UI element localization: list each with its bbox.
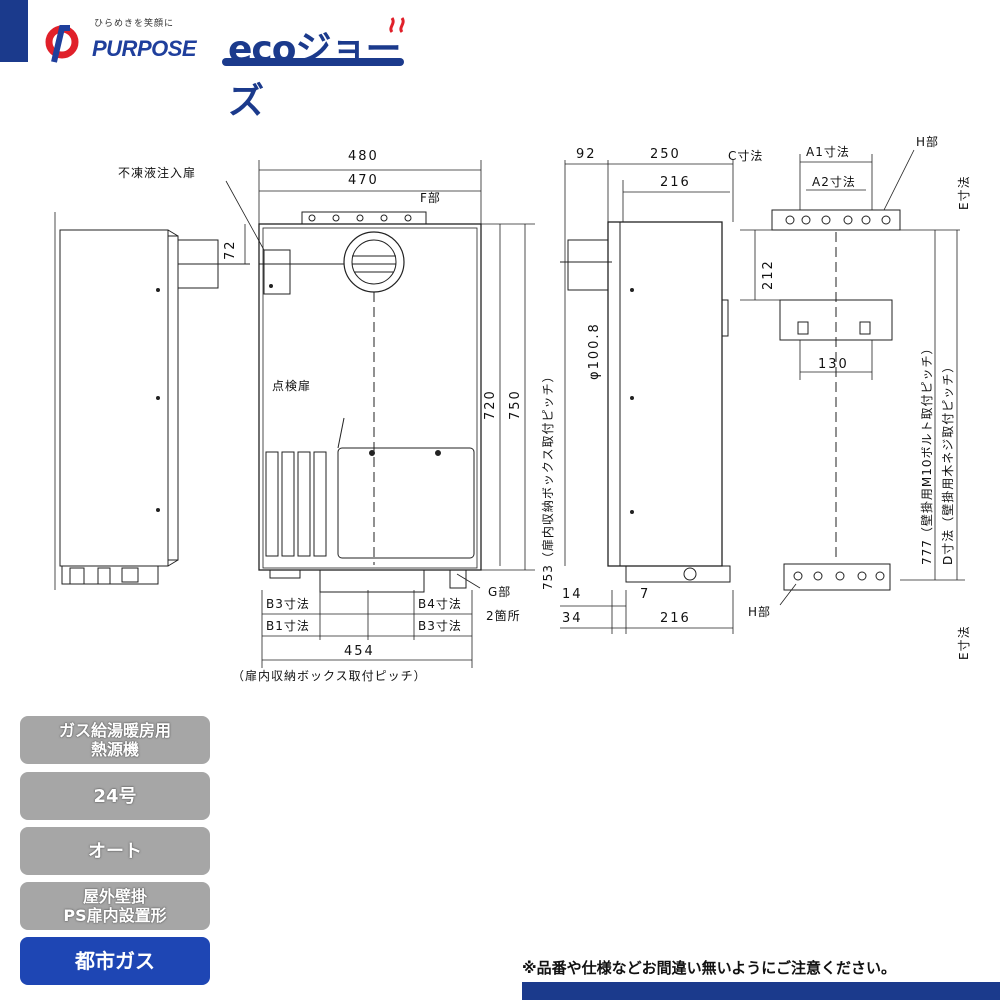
eco-logo-swoosh bbox=[222, 58, 404, 66]
dim-130: 130 bbox=[818, 357, 849, 372]
badge-install-line2: PS扉内設置形 bbox=[63, 906, 167, 925]
label-b3-right: B3寸法 bbox=[418, 619, 462, 633]
label-b1: B1寸法 bbox=[266, 619, 310, 633]
dim-phi: φ100.8 bbox=[587, 322, 602, 380]
label-h-part-bottom: H部 bbox=[748, 604, 771, 619]
front-dimensions bbox=[225, 160, 535, 668]
purpose-brand: ひらめきを笑顔に PURPOSE bbox=[40, 6, 220, 63]
badge-gas-type: 都市ガス bbox=[20, 937, 210, 985]
dim-92: 92 bbox=[576, 147, 597, 162]
label-e-dim-top: E寸法 bbox=[957, 175, 971, 210]
dim-34: 34 bbox=[562, 611, 583, 626]
dim-750: 750 bbox=[508, 389, 523, 420]
badge-capacity: 24号 bbox=[20, 772, 210, 820]
badge-install-line1: 屋外壁掛 bbox=[82, 887, 147, 906]
dim-72: 72 bbox=[223, 239, 238, 260]
label-a2-dim: A2寸法 bbox=[812, 175, 856, 189]
caution-notice: ※品番や仕様などお間違い無いようにご注意ください。 bbox=[522, 959, 896, 977]
brand-name: PURPOSE bbox=[92, 36, 197, 61]
label-a1-dim: A1寸法 bbox=[806, 145, 850, 159]
brand-tagline: ひらめきを笑顔に bbox=[94, 19, 175, 29]
badge-usage: ガス給湯暖房用 熱源機 bbox=[20, 716, 210, 764]
dim-7: 7 bbox=[640, 587, 650, 602]
dimension-drawing: 480 470 72 720 750 454 不凍液注入扉 F部 点検扉 G部 … bbox=[54, 134, 971, 683]
dim-216-bottom: 216 bbox=[660, 611, 691, 626]
label-fudoueki: 不凍液注入扉 bbox=[118, 165, 196, 180]
steam-icon bbox=[389, 17, 405, 33]
dim-720: 720 bbox=[483, 389, 498, 420]
label-h-part-top: H部 bbox=[916, 134, 939, 149]
dim-250: 250 bbox=[650, 147, 681, 162]
corner-bar bbox=[0, 0, 28, 62]
label-b3-left: B3寸法 bbox=[266, 597, 310, 611]
front-view bbox=[258, 211, 482, 593]
rear-view bbox=[740, 149, 965, 606]
label-b4: B4寸法 bbox=[418, 597, 462, 611]
side-view bbox=[560, 160, 734, 634]
dim-216-top: 216 bbox=[660, 175, 691, 190]
label-c-dim: C寸法 bbox=[728, 149, 763, 163]
label-vertical-note: 753（扉内収納ボックス取付ピッチ） bbox=[541, 369, 555, 590]
label-pitch-note: （扉内収納ボックス取付ピッチ） bbox=[232, 669, 427, 683]
label-g-count: 2箇所 bbox=[486, 609, 521, 623]
label-bolt-note: 777（壁掛用M10ボルト取付ピッチ） bbox=[919, 341, 934, 565]
label-tenken: 点検扉 bbox=[272, 379, 311, 393]
dim-212: 212 bbox=[761, 259, 776, 290]
badge-install: 屋外壁掛 PS扉内設置形 bbox=[20, 882, 210, 930]
badge-usage-line2: 熱源機 bbox=[90, 740, 139, 759]
dim-480: 480 bbox=[348, 149, 379, 164]
badge-gas-type-label: 都市ガス bbox=[75, 948, 155, 973]
dim-454: 454 bbox=[344, 644, 375, 659]
label-g-part: G部 bbox=[488, 584, 511, 599]
label-e-dim-bottom: E寸法 bbox=[957, 625, 971, 660]
eco-jozu-logo: ecoジョーズ bbox=[218, 14, 414, 122]
left-side-view bbox=[54, 212, 250, 590]
badge-capacity-label: 24号 bbox=[93, 785, 137, 807]
dim-470: 470 bbox=[348, 173, 379, 188]
label-f-part: F部 bbox=[420, 190, 441, 205]
label-d-note: D寸法（壁掛用木ネジ取付ピッチ） bbox=[940, 360, 955, 565]
footer-bar bbox=[522, 982, 1000, 1000]
dim-14: 14 bbox=[562, 587, 583, 602]
badge-function: オート bbox=[20, 827, 210, 875]
badge-usage-line1: ガス給湯暖房用 bbox=[58, 721, 171, 740]
purpose-logo-icon bbox=[45, 25, 79, 63]
badge-function-label: オート bbox=[88, 840, 142, 862]
